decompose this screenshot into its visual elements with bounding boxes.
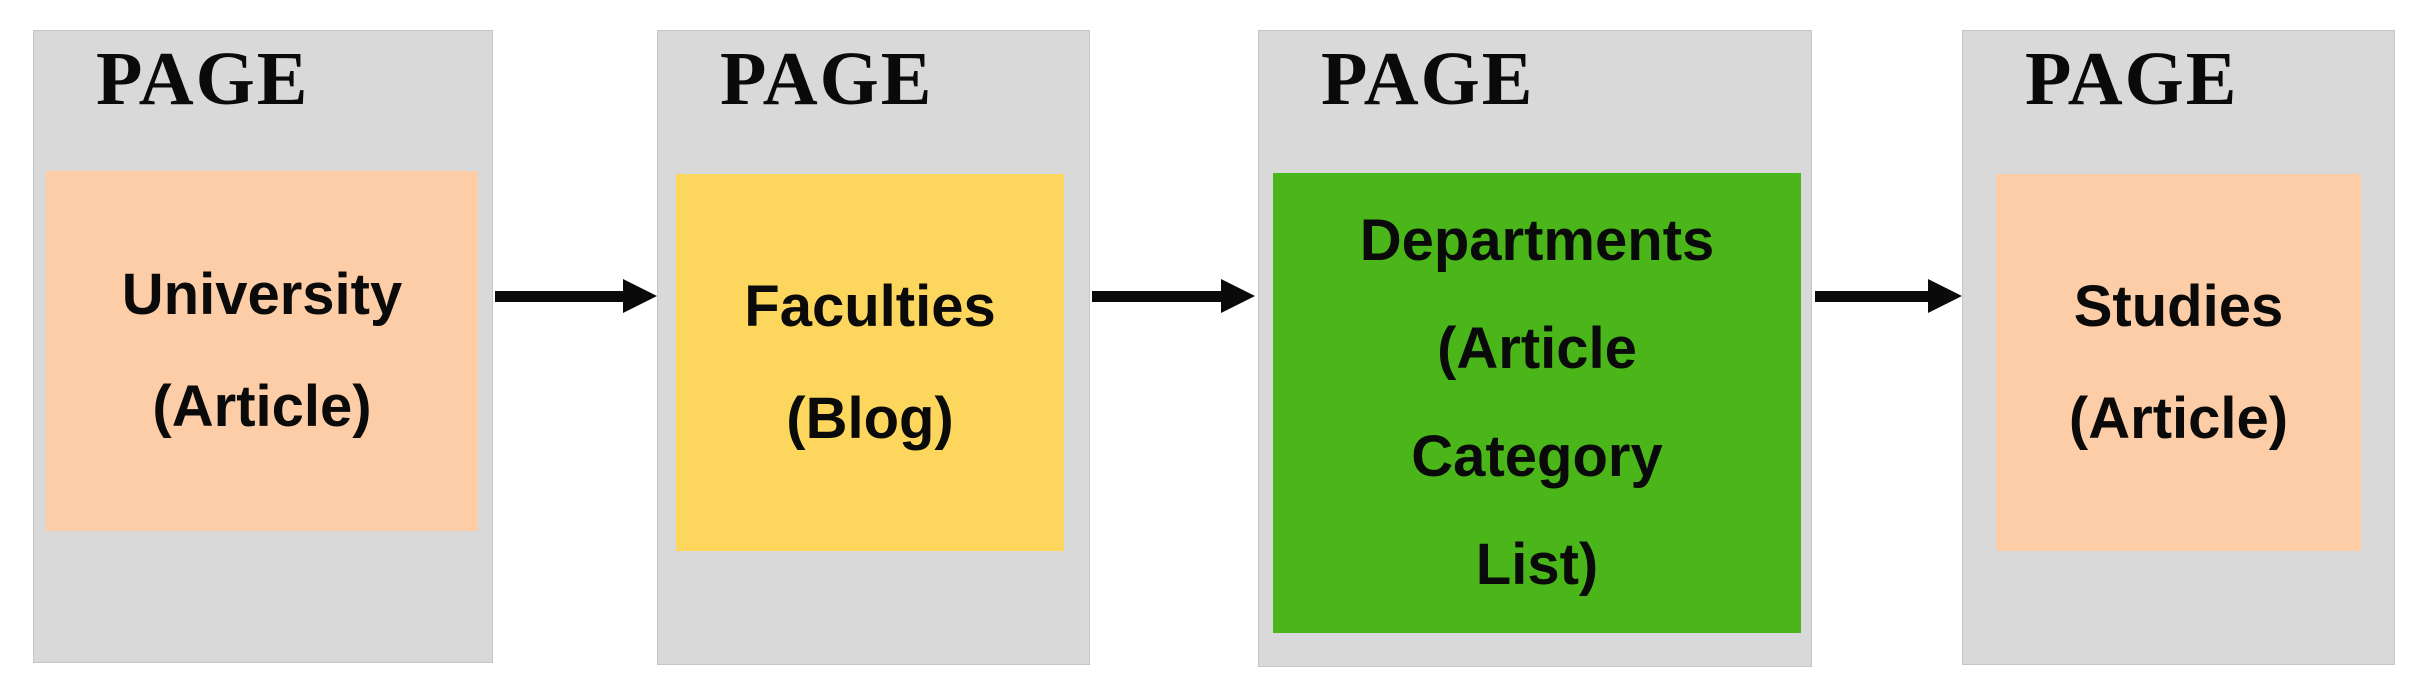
content-line: University <box>121 262 403 327</box>
arrow-shaft <box>495 290 629 302</box>
arrow-head-icon <box>623 279 657 313</box>
page-node-header: PAGE <box>720 37 934 121</box>
arrow-shaft <box>1815 290 1934 302</box>
flow-arrow-1 <box>495 279 657 313</box>
content-line: (Blog) <box>786 385 954 451</box>
content-line: Faculties <box>744 273 996 339</box>
content-line: (Article <box>1437 316 1637 381</box>
content-line: List) <box>1475 532 1599 597</box>
content-line: Studies <box>2073 273 2284 339</box>
content-box-studies-article: Studies (Article) <box>1996 174 2361 551</box>
page-node-departments: PAGE Departments (Article Category List) <box>1258 30 1812 667</box>
page-node-university: PAGE University (Article) <box>33 30 493 663</box>
arrow-shaft <box>1092 290 1227 302</box>
flow-arrow-2 <box>1092 279 1255 313</box>
page-node-faculties: PAGE Faculties (Blog) <box>657 30 1090 665</box>
content-line: (Article) <box>152 374 372 439</box>
content-line: Category <box>1411 424 1663 489</box>
page-node-header: PAGE <box>2025 37 2239 121</box>
page-node-header: PAGE <box>1321 37 1535 121</box>
content-box-university-article: University (Article) <box>46 171 478 531</box>
content-line: (Article) <box>2068 385 2289 451</box>
arrow-head-icon <box>1221 279 1255 313</box>
content-line: Departments <box>1359 208 1715 273</box>
content-box-faculties-blog: Faculties (Blog) <box>676 174 1064 551</box>
page-node-header: PAGE <box>96 37 310 121</box>
flow-arrow-3 <box>1815 279 1962 313</box>
arrow-head-icon <box>1928 279 1962 313</box>
page-node-studies: PAGE Studies (Article) <box>1962 30 2395 665</box>
content-box-departments-article-category-list: Departments (Article Category List) <box>1273 173 1801 633</box>
